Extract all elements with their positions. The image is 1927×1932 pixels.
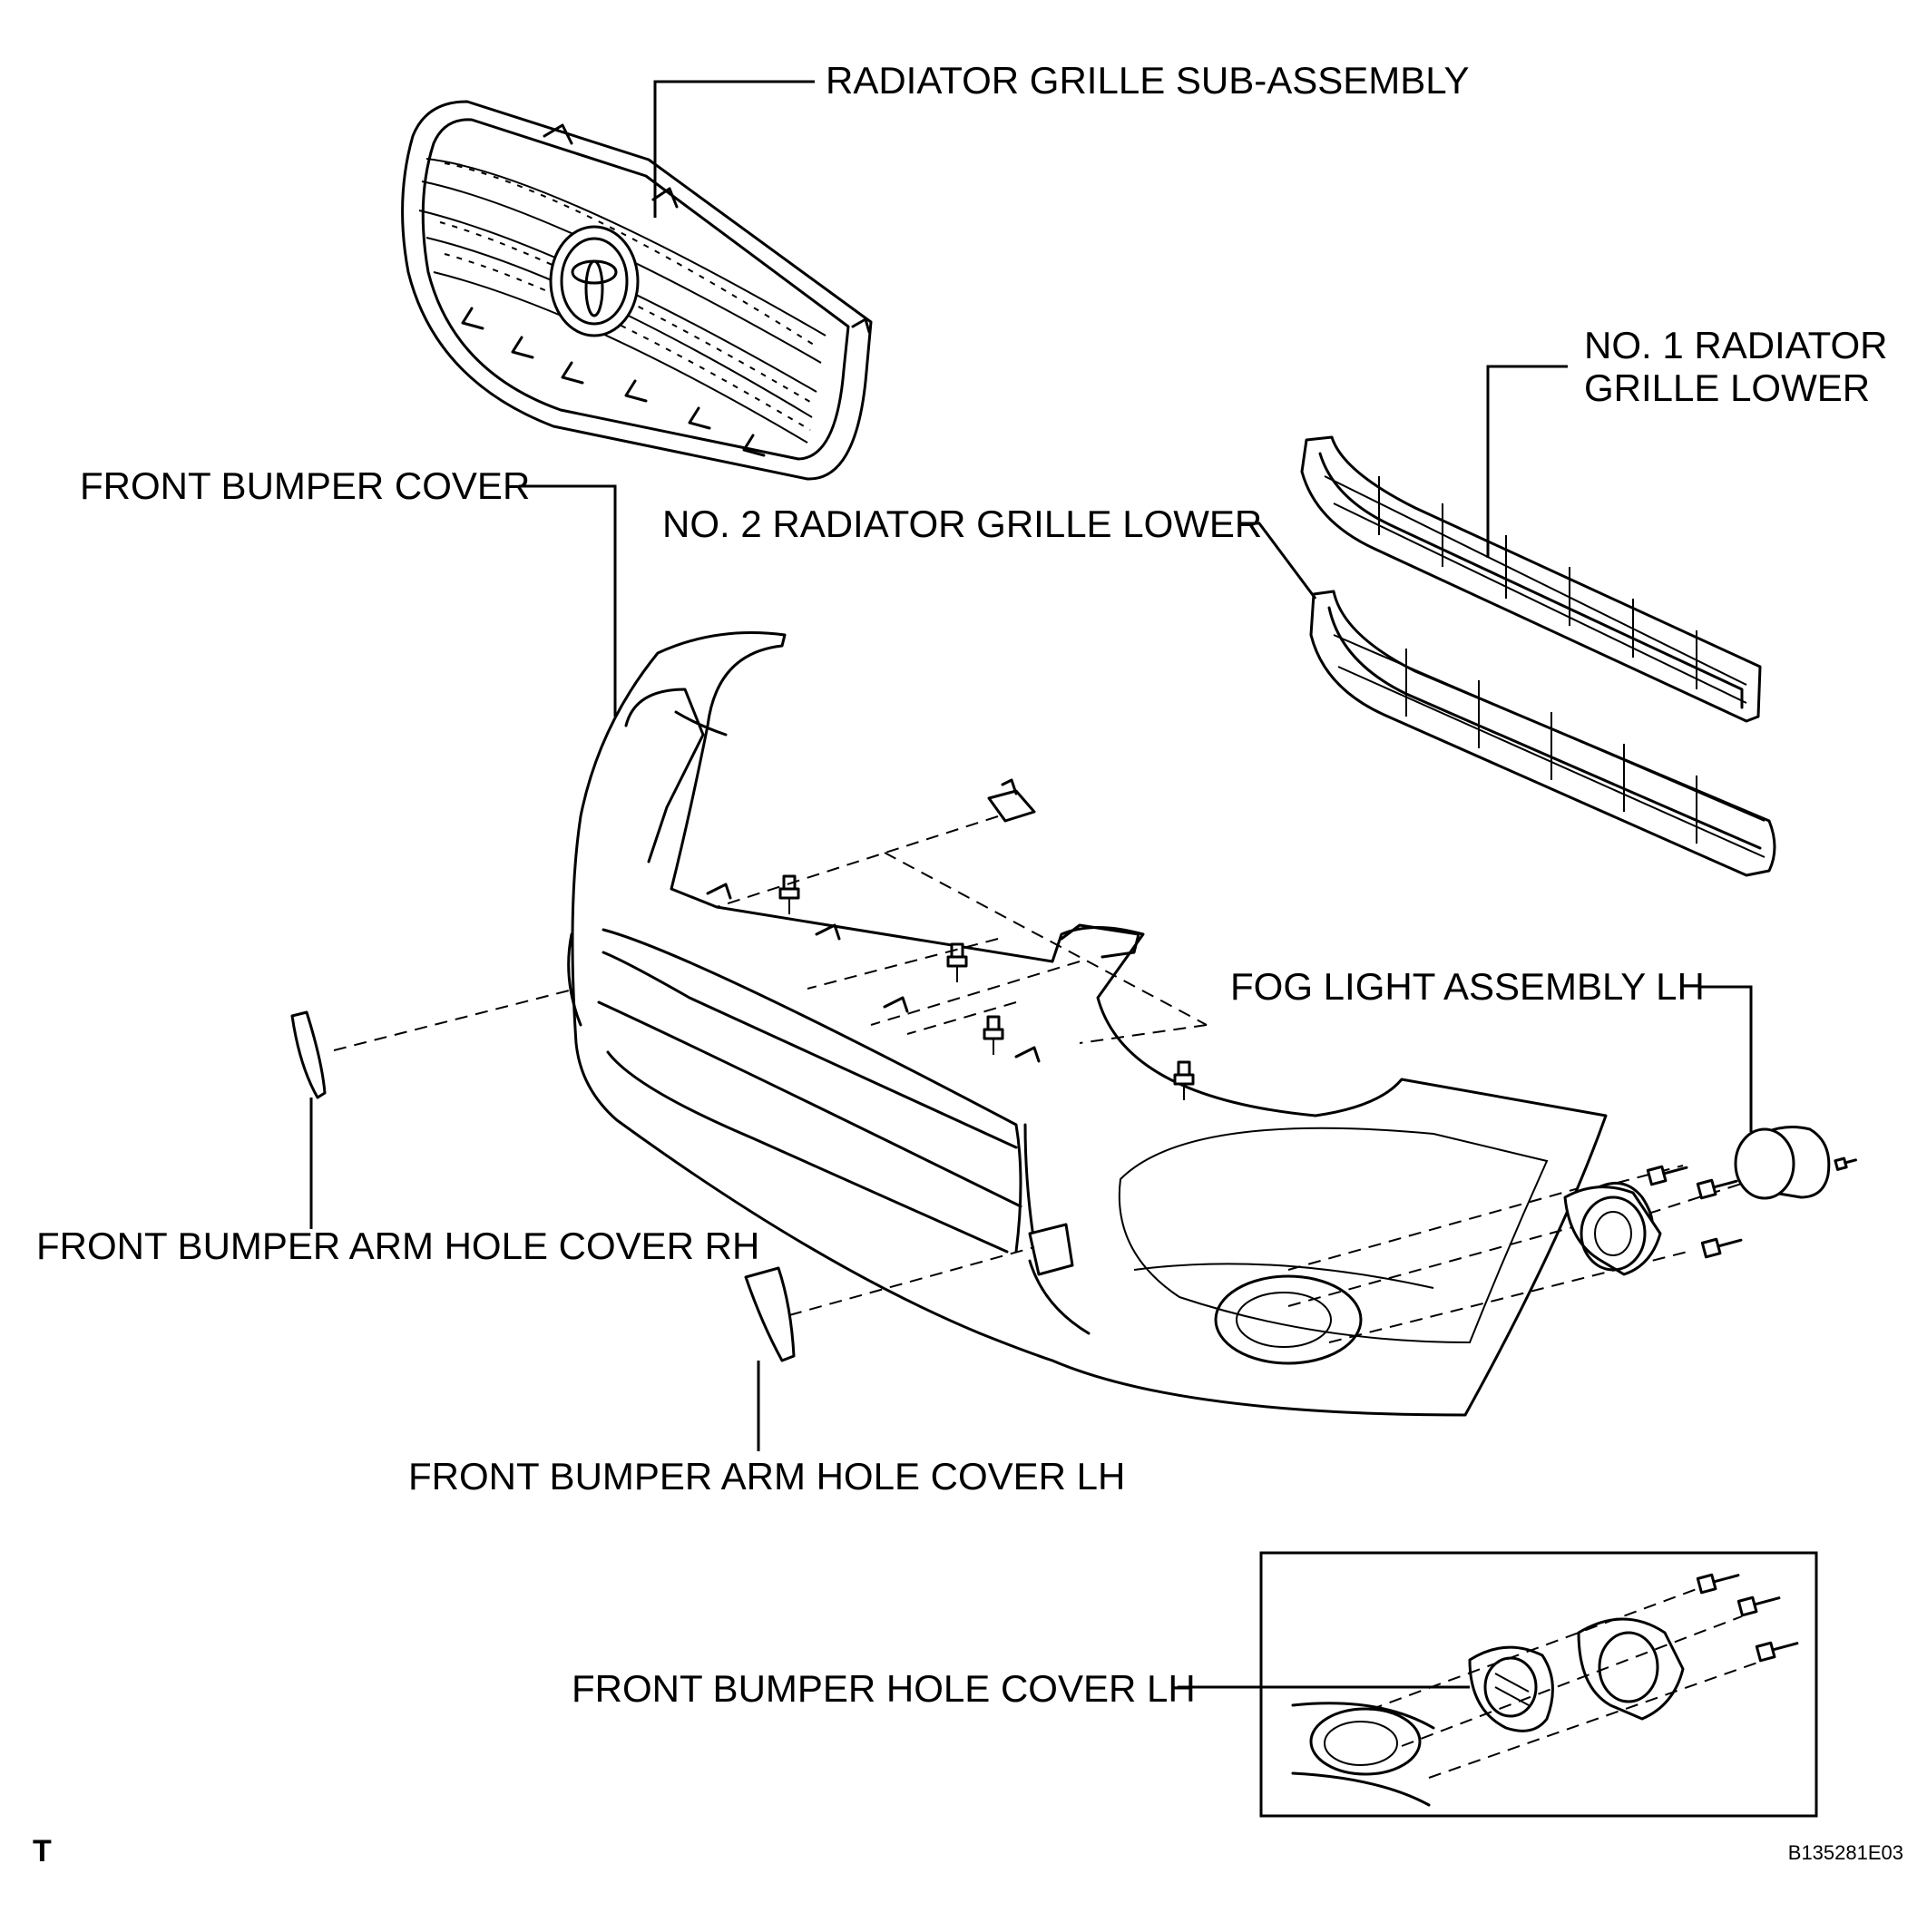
label-no1-radiator-grille-lower: NO. 1 RADIATOR GRILLE LOWER [1584,324,1888,410]
radiator-grille-sub-assembly [401,100,873,481]
figure-code: B135281E03 [1787,1841,1903,1864]
no2-radiator-grille-lower [1309,590,1776,877]
leader-fog-light [1698,985,1753,1132]
label-fog-light-assembly-lh: FOG LIGHT ASSEMBLY LH [1230,965,1705,1008]
leader-radiator-grille [653,80,815,218]
label-hole-cover-lh: FRONT BUMPER HOLE COVER LH [572,1667,1196,1710]
label-arm-hole-cover-rh: FRONT BUMPER ARM HOLE COVER RH [36,1225,760,1267]
leader-front-bumper-cover [519,484,617,717]
no1-radiator-grille-lower [1300,435,1762,723]
corner-mark: T [33,1834,52,1869]
clip [987,778,1036,823]
fog-light-screws [1646,1156,1857,1259]
inset-box [1259,1551,1818,1818]
bumper-bolts [778,874,1195,1100]
front-bumper-cover [567,631,1608,1417]
leader-no2-grille-lower [1241,522,1317,600]
alignment-lines [333,815,1756,1343]
label-front-bumper-cover: FRONT BUMPER COVER [80,464,531,507]
label-radiator-grille-sub-assembly: RADIATOR GRILLE SUB-ASSEMBLY [826,59,1470,102]
arm-hole-cover-rh [290,1010,327,1099]
arm-hole-cover-lh [744,1266,796,1362]
label-arm-hole-cover-lh: FRONT BUMPER ARM HOLE COVER LH [408,1455,1126,1498]
leader-no1-grille-lower [1486,365,1568,558]
label-no2-radiator-grille-lower: NO. 2 RADIATOR GRILLE LOWER [662,503,1263,545]
fog-light-assembly-lh [1563,1126,1831,1276]
